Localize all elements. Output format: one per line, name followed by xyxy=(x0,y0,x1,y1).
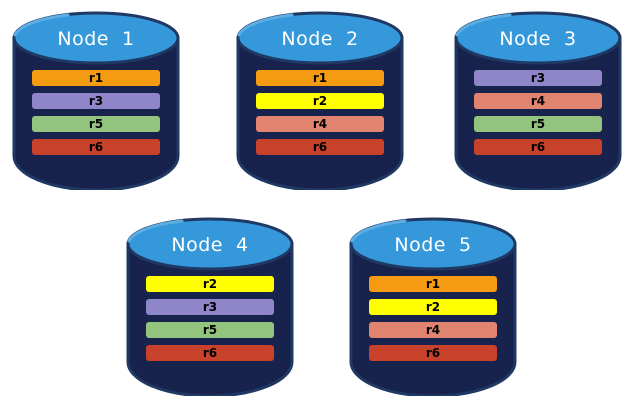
replica-bar-r4[interactable]: r4 xyxy=(256,116,384,132)
replica-list: r2 r3 r5 r6 xyxy=(146,276,274,361)
replica-bar-r4[interactable]: r4 xyxy=(369,322,497,338)
replica-bar-r3[interactable]: r3 xyxy=(32,93,160,109)
replica-bar-r6[interactable]: r6 xyxy=(474,139,602,155)
replica-bar-r4[interactable]: r4 xyxy=(474,93,602,109)
replica-bar-r3[interactable]: r3 xyxy=(474,70,602,86)
replica-bar-r6[interactable]: r6 xyxy=(369,345,497,361)
cylinder-rim-highlight xyxy=(455,13,512,37)
replica-bar-r2[interactable]: r2 xyxy=(146,276,274,292)
replica-list: r3 r4 r5 r6 xyxy=(474,70,602,155)
cylinder-rim-highlight xyxy=(127,219,184,243)
replica-bar-r2[interactable]: r2 xyxy=(369,299,497,315)
cylinder-rim-highlight xyxy=(350,219,407,243)
replica-bar-r5[interactable]: r5 xyxy=(32,116,160,132)
cylinder-top-disc xyxy=(454,11,622,65)
replica-bar-r6[interactable]: r6 xyxy=(32,139,160,155)
replica-bar-r3[interactable]: r3 xyxy=(146,299,274,315)
cylinder-top-disc xyxy=(12,11,180,65)
replica-bar-r1[interactable]: r1 xyxy=(369,276,497,292)
replica-bar-r6[interactable]: r6 xyxy=(146,345,274,361)
cylinder-top-disc xyxy=(349,217,517,271)
replica-bar-r6[interactable]: r6 xyxy=(256,139,384,155)
replica-bar-r1[interactable]: r1 xyxy=(32,70,160,86)
replica-bar-r5[interactable]: r5 xyxy=(474,116,602,132)
replica-bar-r1[interactable]: r1 xyxy=(256,70,384,86)
replica-list: r1 r3 r5 r6 xyxy=(32,70,160,155)
cylinder-top-disc xyxy=(126,217,294,271)
cylinder-rim-highlight xyxy=(13,13,70,37)
replica-bar-r5[interactable]: r5 xyxy=(146,322,274,338)
cylinder-top-disc xyxy=(236,11,404,65)
replica-bar-r2[interactable]: r2 xyxy=(256,93,384,109)
replica-list: r1 r2 r4 r6 xyxy=(369,276,497,361)
replica-list: r1 r2 r4 r6 xyxy=(256,70,384,155)
cylinder-rim-highlight xyxy=(237,13,294,37)
